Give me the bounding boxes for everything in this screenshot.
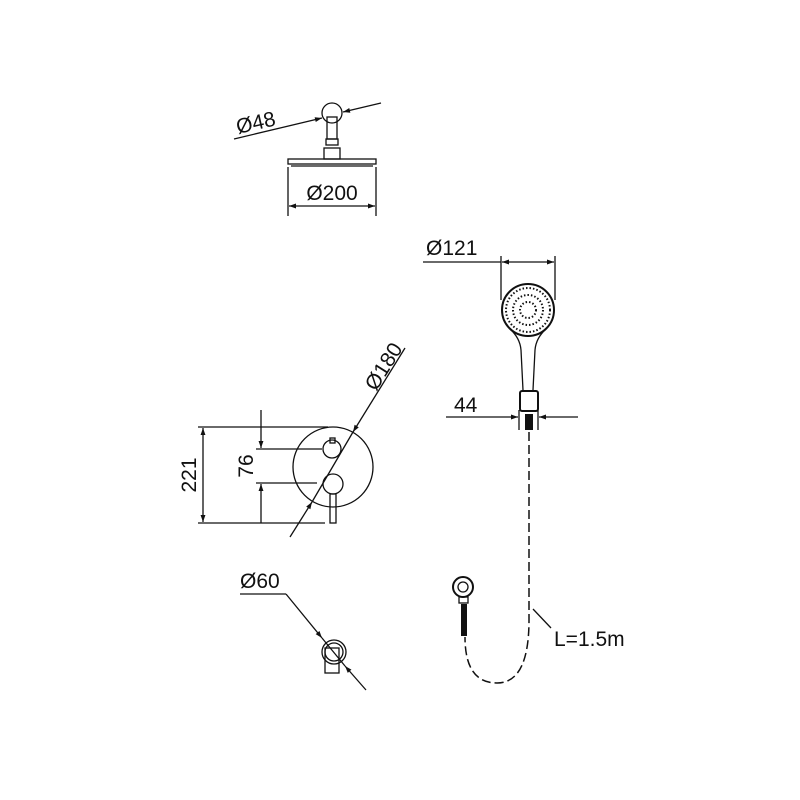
hand-shower-diameter-dimension: Ø121 [423,237,556,300]
spout-diameter-dimension: Ø60 [240,570,367,691]
mixer-diameter-label: Ø180 [361,339,408,395]
hose-length-dimension: L=1.5m [532,608,625,651]
arm-diameter-label: Ø48 [234,108,278,139]
mixer-diameter-dimension: Ø180 [289,339,408,538]
hose-length-label: L=1.5m [554,628,625,651]
head-diameter-label: Ø200 [306,182,357,205]
arm-diameter-dimension: Ø48 [233,102,382,140]
mixer-plate [292,426,374,524]
hand-shower [452,283,555,684]
handle-spacing-label: 76 [235,454,258,477]
mixer-height-label: 221 [178,457,201,492]
overhead-shower [287,102,377,167]
hand-shower-diameter-label: Ø121 [426,237,477,260]
spout-diameter-label: Ø60 [240,570,280,593]
holder-width-label: 44 [454,394,478,417]
holder-width-dimension: 44 [446,394,578,430]
spout [321,639,347,674]
head-diameter-dimension: Ø200 [287,167,377,216]
handle-spacing-dimension: 76 [235,410,322,523]
